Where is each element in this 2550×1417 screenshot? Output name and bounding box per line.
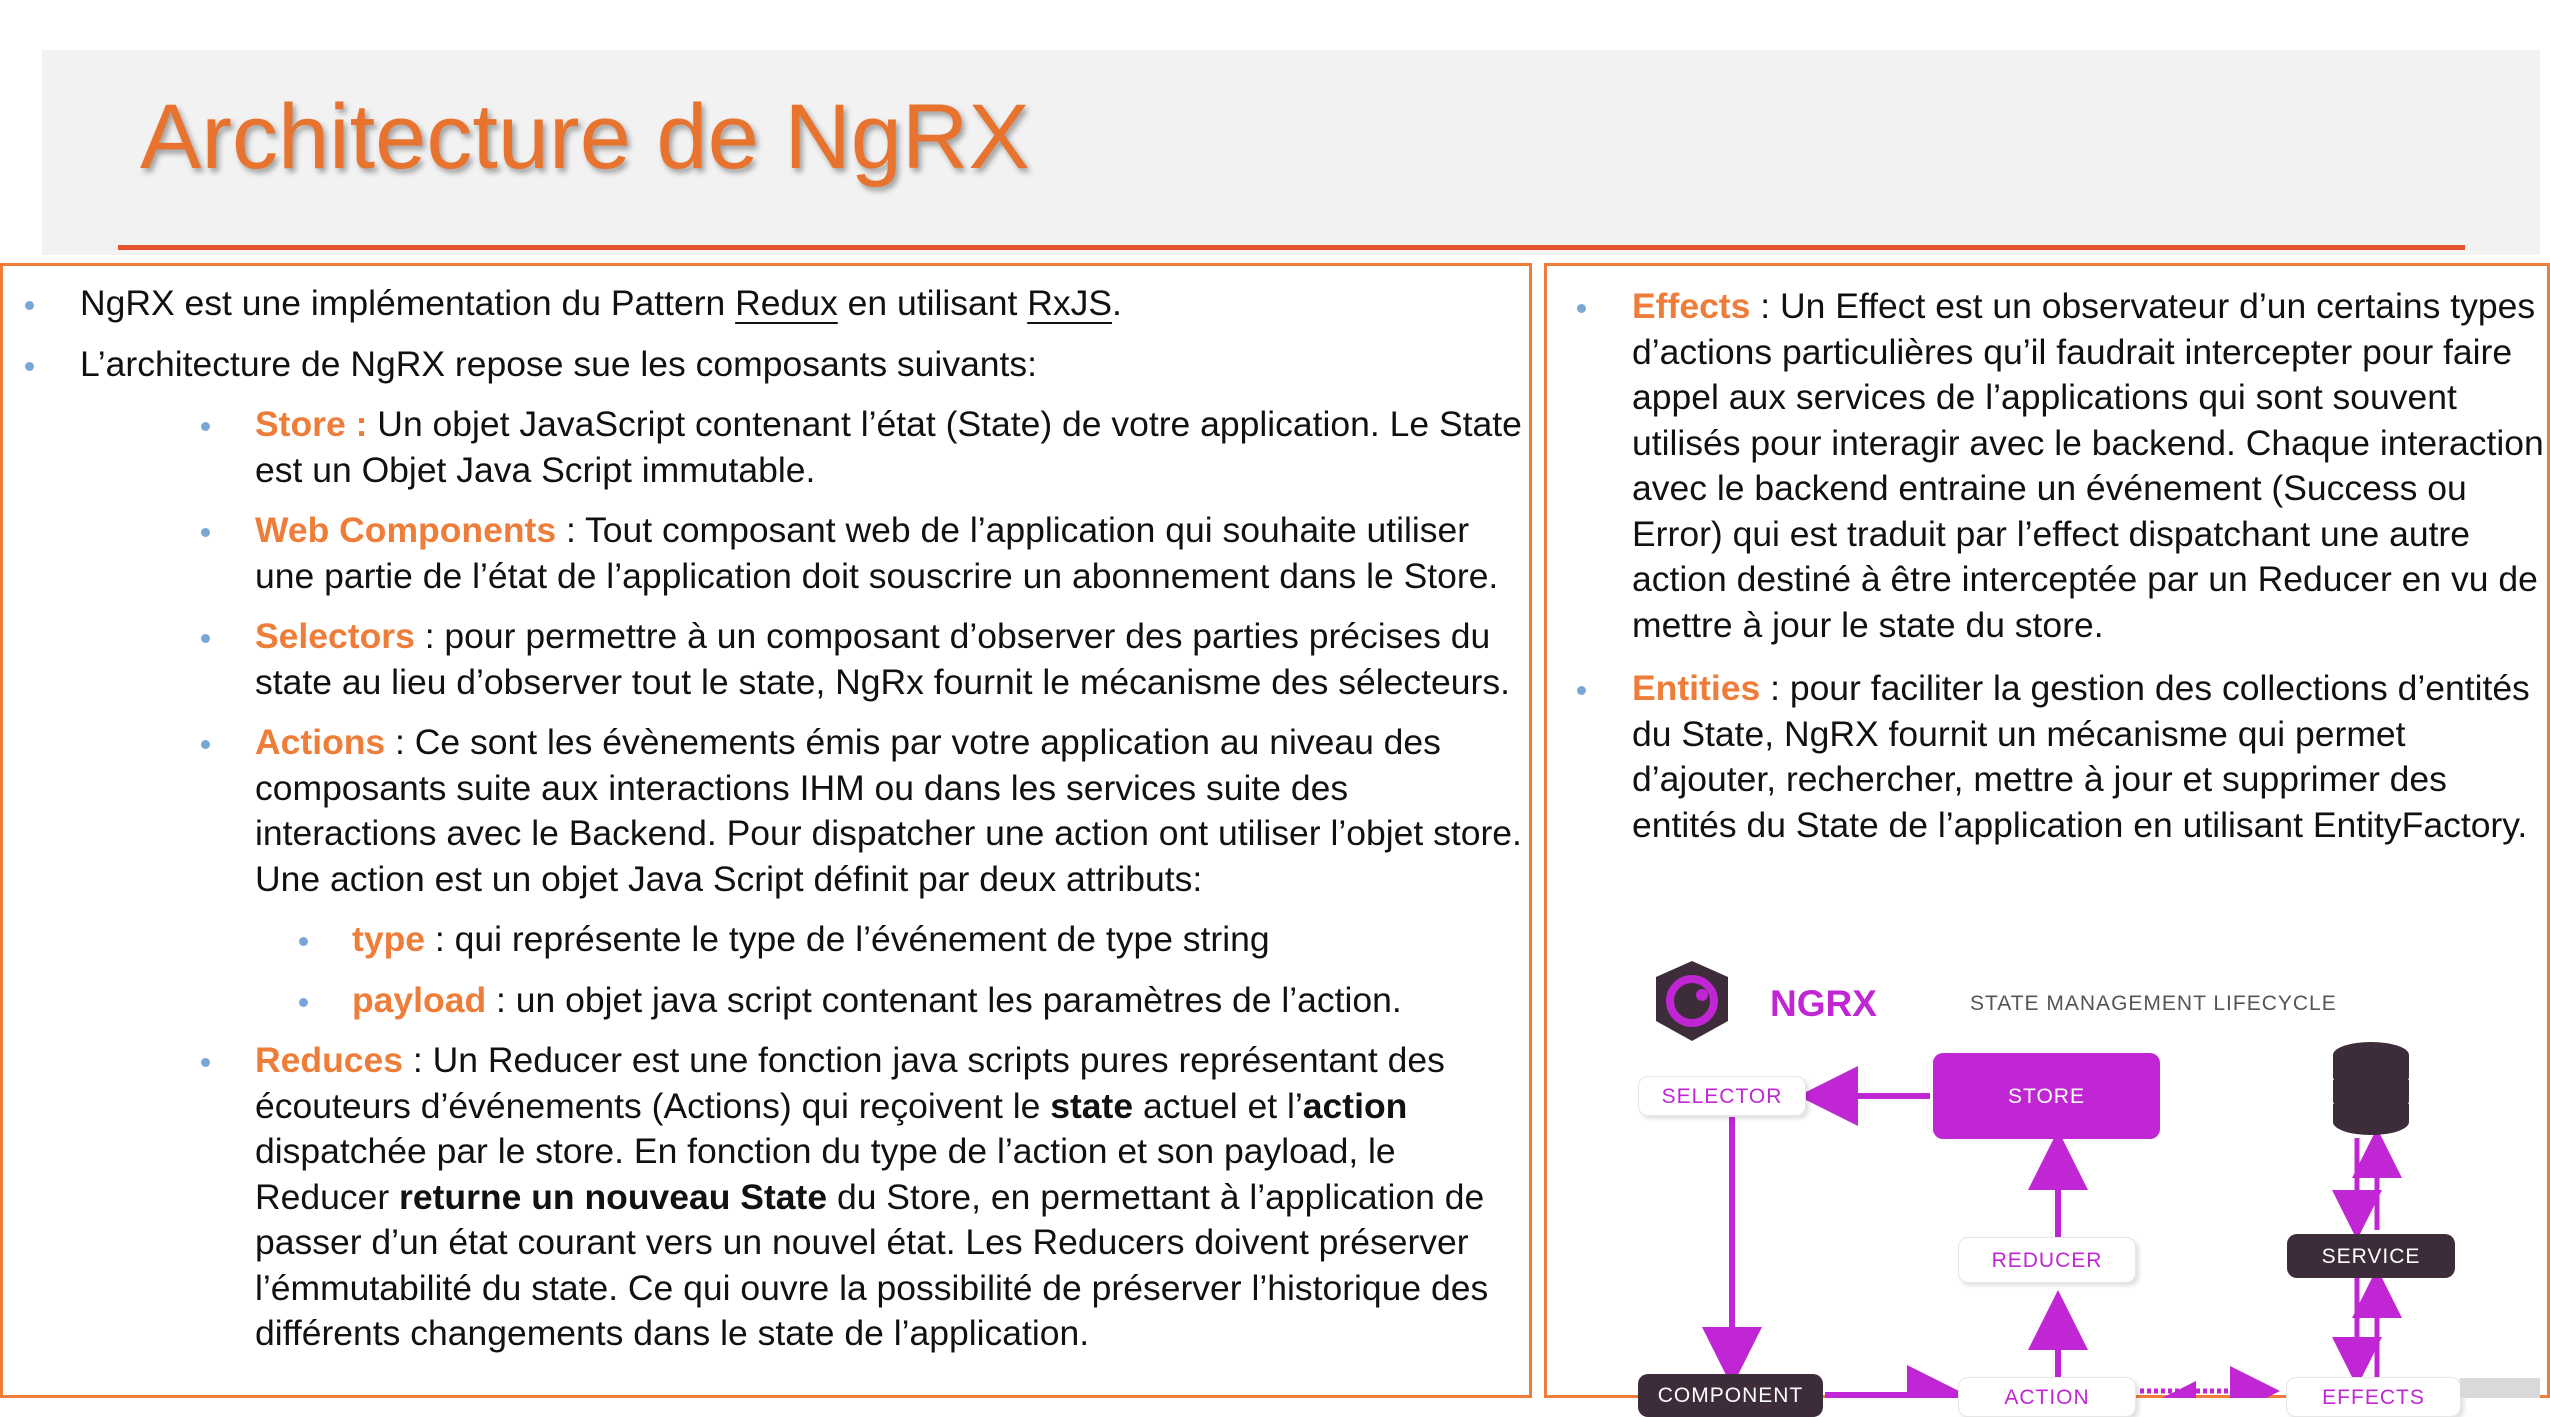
type-keyword: type [352, 919, 425, 959]
bullet-icon [201, 740, 210, 749]
reduces-text: : Un Reducer est une fonction java scrip… [255, 1040, 1445, 1126]
database-icon [2333, 1042, 2409, 1135]
reduces-text-2: actuel et l’ [1133, 1085, 1303, 1126]
effects-keyword: Effects [1632, 286, 1751, 326]
selectors-keyword: Selectors [255, 616, 415, 656]
bullet-icon [201, 422, 210, 431]
right-bullet-list: Effects : Un Effect est un observateur d… [1547, 284, 2547, 848]
reduces-keyword: Reduces [255, 1040, 403, 1080]
payload-keyword: payload [352, 979, 487, 1020]
bullet-icon [25, 301, 34, 310]
list-item-type: type : qui représente le type de l’événe… [80, 917, 1529, 963]
list-item-actions: Actions : Ce sont les évènements émis pa… [80, 720, 1529, 1023]
diagram-subtitle: STATE MANAGEMENT LIFECYCLE [1970, 992, 2337, 1015]
entities-keyword: Entities [1632, 668, 1761, 708]
web-components-text: : Tout composant web de l’application qu… [255, 510, 1499, 596]
store-keyword: Store : [255, 404, 368, 444]
ngrx-logo-text: NGRX [1770, 983, 1877, 1024]
store-text: Un objet JavaScript contenant l’état (St… [255, 404, 1522, 490]
bullet-icon [299, 997, 308, 1007]
action-attributes-list: type : qui représente le type de l’événe… [255, 917, 1529, 1023]
store-node: STORE [1933, 1053, 2160, 1139]
payload-text: : un objet java script contenant les par… [486, 979, 1402, 1020]
new-state-bold: returne un nouveau State [399, 1176, 828, 1217]
title-band [42, 50, 2540, 255]
list-item-selectors: Selectors : pour permettre à un composan… [80, 614, 1529, 705]
redux-term: Redux [735, 283, 838, 323]
actions-text: : Ce sont les évènements émis par votre … [255, 722, 1522, 899]
reduces-text-4: du Store, en permettant à l’application … [255, 1176, 1489, 1354]
list-item-effects: Effects : Un Effect est un observateur d… [1547, 284, 2547, 648]
bullet-icon [299, 937, 308, 946]
action-node: ACTION [1958, 1377, 2136, 1417]
reducer-node: REDUCER [1958, 1237, 2136, 1283]
diagram-arrows [1656, 961, 2409, 1398]
ngrx-logo-icon [1656, 961, 1728, 1041]
effects-node: EFFECTS [2286, 1377, 2461, 1417]
selectors-text: : pour permettre à un composant d’observ… [255, 616, 1510, 702]
entities-text: : pour faciliter la gestion des collecti… [1632, 668, 2530, 845]
action-bold: action [1302, 1085, 1408, 1126]
selector-node: SELECTOR [1638, 1076, 1806, 1116]
list-item-entities: Entities : pour faciliter la gestion des… [1547, 666, 2547, 848]
bullet-icon [1577, 686, 1586, 695]
list-item-payload: payload : un objet java script contenant… [80, 978, 1529, 1024]
intro-text-end: . [1112, 283, 1122, 323]
architecture-text: L’architecture de NgRX repose sue les co… [80, 343, 1038, 384]
corner-overlay-icon [2460, 1378, 2540, 1398]
right-content-panel: Effects : Un Effect est un observateur d… [1544, 263, 2550, 1398]
state-bold: state [1050, 1085, 1134, 1126]
left-content-panel: NgRX est une implémentation du Pattern R… [0, 263, 1532, 1398]
service-node: SERVICE [2287, 1234, 2455, 1278]
bullet-icon [201, 634, 210, 643]
bullet-icon [201, 1058, 210, 1067]
components-list: Store : Un objet JavaScript contenant l’… [80, 402, 1529, 1357]
bullet-icon [1577, 304, 1586, 313]
slide-title: Architecture de NgRX [140, 86, 1030, 188]
left-bullet-list: NgRX est une implémentation du Pattern R… [3, 281, 1529, 1357]
list-item-architecture: L’architecture de NgRX repose sue les co… [3, 342, 1529, 1357]
title-rule [118, 245, 2465, 250]
actions-keyword: Actions [255, 722, 386, 762]
rxjs-term: RxJS [1027, 283, 1113, 323]
list-item-web-components: Web Components : Tout composant web de l… [80, 508, 1529, 599]
type-text: : qui représente le type de l’événement … [425, 919, 1270, 959]
component-node: COMPONENT [1638, 1374, 1823, 1417]
list-item-store: Store : Un objet JavaScript contenant l’… [80, 402, 1529, 493]
web-components-keyword: Web Components [255, 510, 557, 550]
list-item-intro: NgRX est une implémentation du Pattern R… [3, 281, 1529, 327]
intro-text-mid: en utilisant [837, 283, 1028, 323]
bullet-icon [201, 528, 210, 537]
effects-text: : Un Effect est un observateur d’un cert… [1632, 286, 2544, 645]
ngrx-lifecycle-diagram: NGRX STATE MANAGEMENT LIFECYCLE SELECTOR… [1610, 955, 2510, 1417]
reduces-text-3: dispatchée par le store. En fonction du … [255, 1131, 1396, 1217]
list-item-reduces: Reduces : Un Reducer est une fonction ja… [80, 1038, 1529, 1357]
intro-text: NgRX est une implémentation du Pattern [80, 283, 736, 323]
bullet-icon [25, 361, 34, 371]
